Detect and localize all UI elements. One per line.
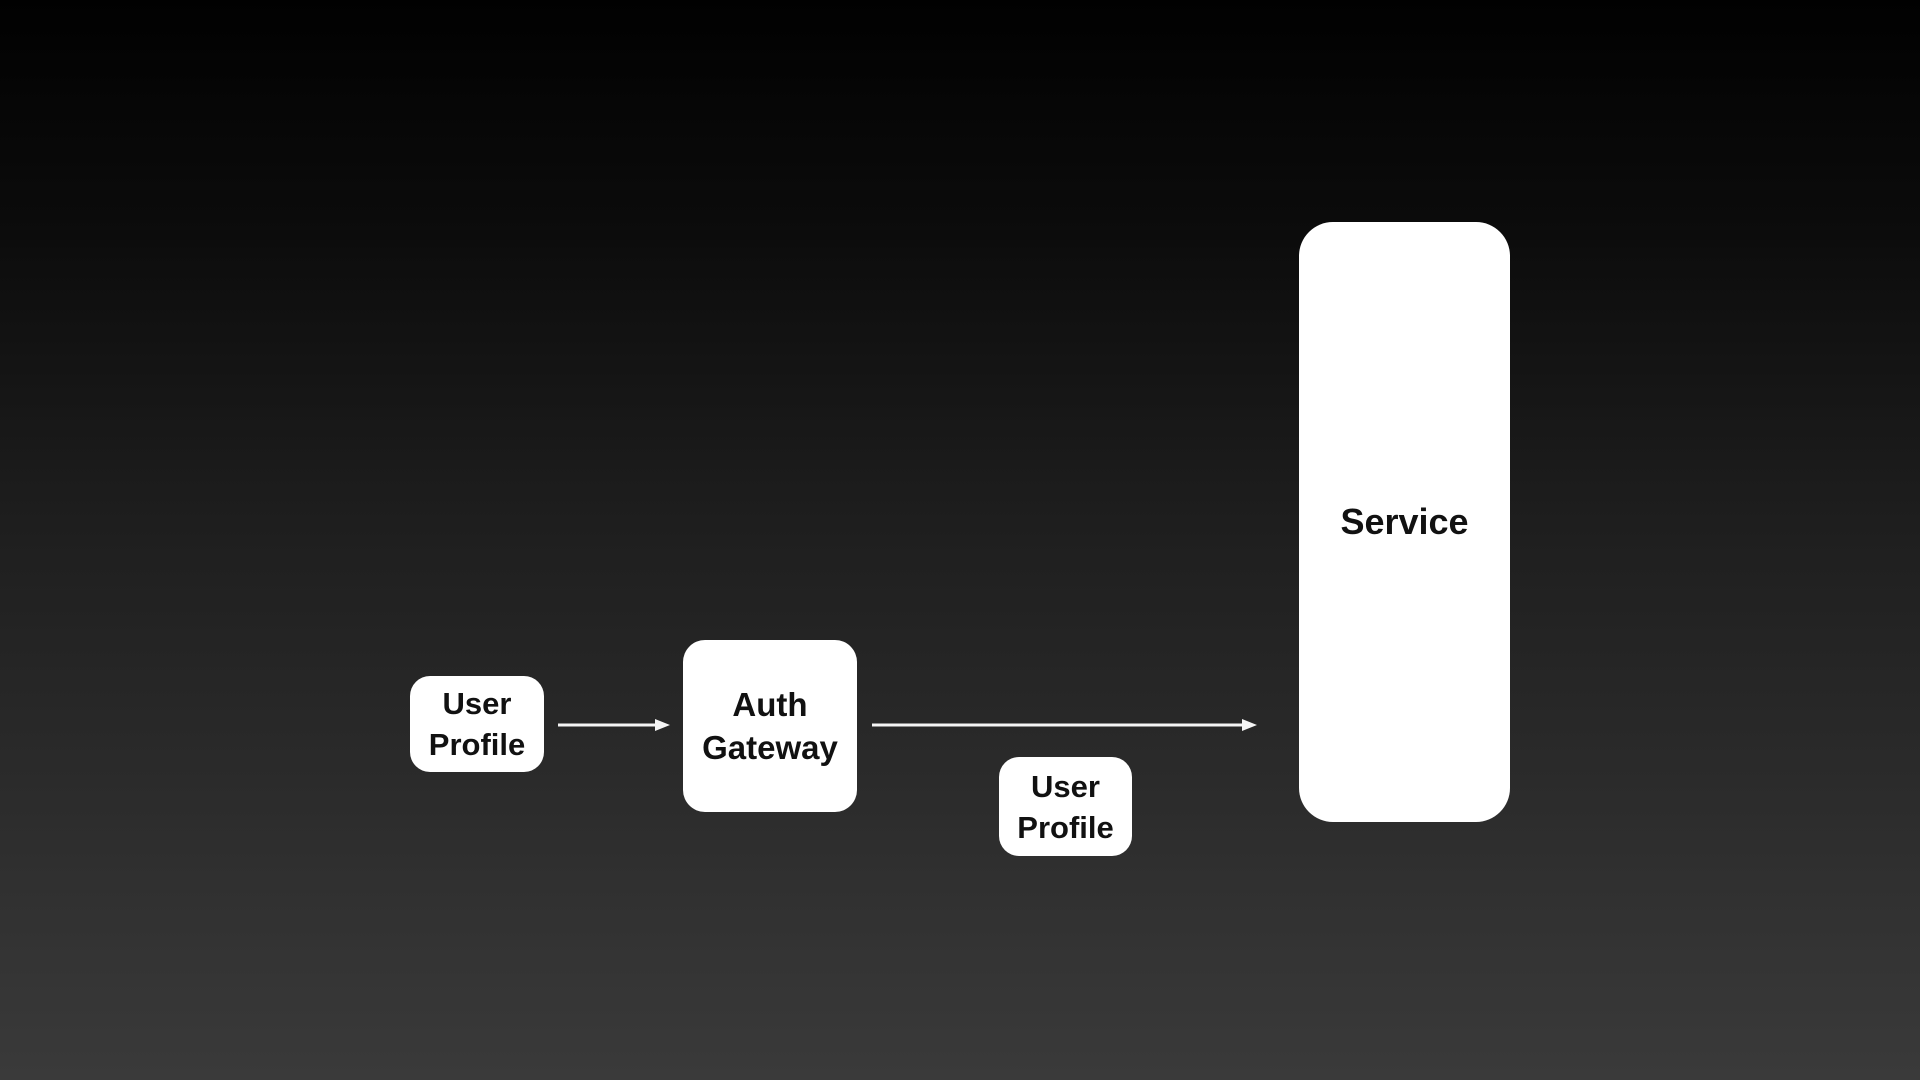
node-service: Service (1299, 222, 1510, 822)
node-label-line: Auth (732, 686, 808, 723)
node-user-profile-source: User Profile (410, 676, 544, 772)
node-label-line: Service (1340, 501, 1469, 542)
node-auth-gateway: Auth Gateway (683, 640, 857, 812)
node-label-line: Profile (428, 727, 526, 762)
node-label-line: Profile (1017, 809, 1114, 845)
node-label-line: Gateway (702, 729, 838, 766)
node-label-line: User (442, 686, 512, 721)
arrow-user-profile-to-auth-gateway (558, 719, 670, 731)
arrow-auth-gateway-to-service (872, 719, 1257, 731)
node-user-profile-payload: User Profile (999, 757, 1132, 856)
node-label-line: User (1031, 768, 1100, 804)
